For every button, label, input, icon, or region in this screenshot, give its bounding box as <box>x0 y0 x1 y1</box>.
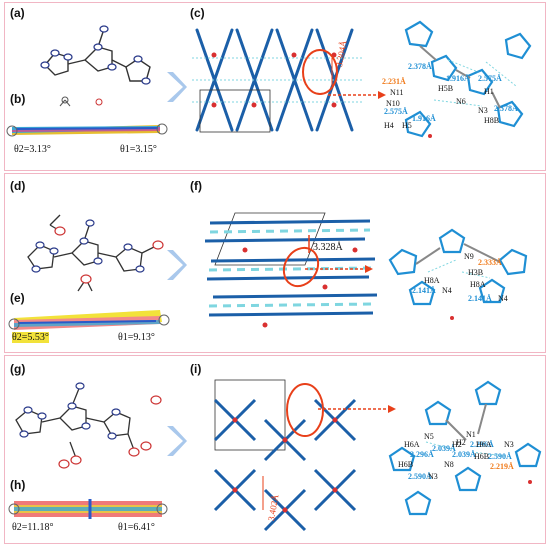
atom-row3-2: N5 <box>424 432 434 441</box>
water-molecules-b <box>59 96 103 107</box>
packing-network-i <box>213 379 357 532</box>
atom-row2-2: H8A <box>424 276 440 285</box>
hbond-row3-1: 2.039Å <box>432 444 456 453</box>
chevron-right-icon <box>167 250 187 280</box>
hbond-row2-2: 2.141Å <box>468 294 492 303</box>
panel-label-f: (f) <box>190 179 202 193</box>
row-1-frame <box>4 2 546 171</box>
hbond-row1-5: 1.916Å <box>412 114 436 123</box>
atom-row1-0: N11 <box>390 88 404 97</box>
hbond-row3-4: 2.590Å <box>408 472 432 481</box>
theta2-row1: θ2=3.13° <box>14 144 51 155</box>
hbond-row3-0: 2.296Å <box>410 450 434 459</box>
hbond-row1-6: 2.378Å <box>494 104 518 113</box>
atom-row3-8: H6B <box>474 452 490 461</box>
theta1-row3: θ1=6.41° <box>118 522 155 533</box>
planarity-plot-e <box>8 310 170 330</box>
atom-row3-3: H2 <box>456 438 466 447</box>
theta2-row2: θ2=5.53° <box>12 332 49 343</box>
molecule-g-structure <box>15 382 162 469</box>
atom-row1-2: N6 <box>456 97 466 106</box>
hbond-detail-c <box>404 20 532 138</box>
panel-label-g: (g) <box>10 362 26 376</box>
atom-row1-3: H1 <box>484 87 494 96</box>
hbond-row3-3: 2.039Å <box>452 450 476 459</box>
stack-distance-row2: 3.328Å <box>313 242 343 253</box>
panel-label-e: (e) <box>10 291 25 305</box>
hbond-row1-0: 2.378Å <box>408 62 432 71</box>
theta2-row3: θ2=11.18° <box>12 522 54 533</box>
hbond-row1-3: 2.231Å <box>382 77 406 86</box>
atom-row3-9: H2 <box>452 440 462 449</box>
atom-row2-3: H8A <box>470 280 486 289</box>
chevron-right-icon <box>167 426 187 456</box>
hbond-row2-0: 2.333Å <box>478 258 502 267</box>
atom-row1-7: N3 <box>478 106 488 115</box>
hbond-detail-i <box>388 380 542 516</box>
planarity-plot-h <box>8 499 168 519</box>
chevron-right-icon <box>167 72 187 102</box>
panel-label-c: (c) <box>190 6 205 20</box>
atom-row3-0: N1 <box>466 430 476 439</box>
orange-dashed-arrow-row1 <box>328 91 386 99</box>
atom-row3-7: N8 <box>444 460 454 469</box>
atom-row2-5: N4 <box>498 294 508 303</box>
hbond-row1-4: 2.575Å <box>384 107 408 116</box>
atom-row3-1: H6A <box>404 440 420 449</box>
packing-network-c <box>192 28 362 133</box>
molecule-d-structure <box>27 214 164 292</box>
hbond-row1-1: 1.916Å <box>446 74 470 83</box>
atom-row1-5: H4 <box>384 121 394 130</box>
panel-label-h: (h) <box>10 478 26 492</box>
planarity-plot-b <box>6 123 168 137</box>
panel-label-d: (d) <box>10 179 26 193</box>
hbond-row3-6: 2.219Å <box>490 462 514 471</box>
orange-dashed-arrow-row2 <box>305 265 373 273</box>
atom-row3-10: N3 <box>428 472 438 481</box>
layer-packing-f <box>204 212 378 328</box>
atom-row1-1: H5B <box>438 84 454 93</box>
atom-row2-4: N4 <box>442 286 452 295</box>
panel-label-a: (a) <box>10 6 25 20</box>
theta1-row1: θ1=3.15° <box>120 144 157 155</box>
atom-row1-8: H8B <box>484 116 500 125</box>
panel-label-i: (i) <box>190 362 202 376</box>
atom-row2-0: N9 <box>464 252 474 261</box>
atom-row3-6: H6B <box>398 460 414 469</box>
panel-label-b: (b) <box>10 92 26 106</box>
hbond-row1-2: 2.575Å <box>478 74 502 83</box>
hbond-detail-f <box>388 228 528 320</box>
hbond-row3-2: 2.296Å <box>470 440 494 449</box>
atom-row3-4: H6A <box>476 440 492 449</box>
hbond-row3-5: 2.590Å <box>488 452 512 461</box>
atom-row3-5: N3 <box>504 440 514 449</box>
hbond-row2-1: 2.141Å <box>412 286 436 295</box>
atom-row2-1: H3B <box>468 268 484 277</box>
orange-dashed-arrow-row3 <box>318 405 396 413</box>
molecule-a-structure <box>40 25 151 85</box>
atom-row1-6: H5 <box>402 121 412 130</box>
atom-row1-4: N10 <box>386 99 400 108</box>
theta1-row2: θ1=9.13° <box>118 332 155 343</box>
